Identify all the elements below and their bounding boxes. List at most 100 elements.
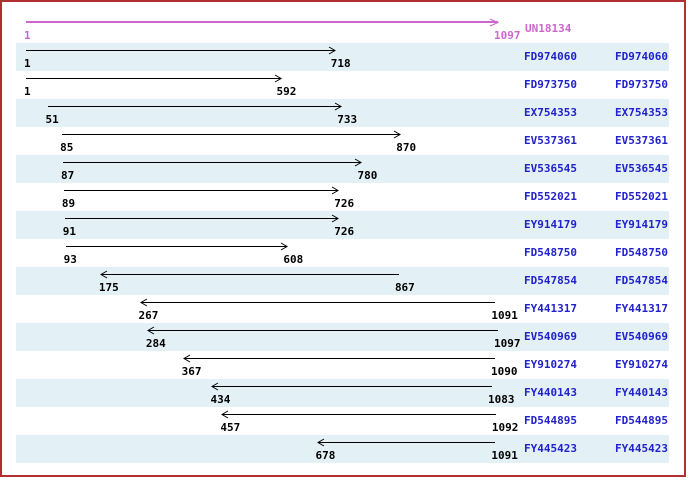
accession-link-2[interactable]: FY440143	[615, 386, 668, 399]
start-coordinate: 434	[210, 393, 231, 406]
start-coordinate: 93	[63, 253, 77, 266]
accession-link[interactable]: FY441317	[524, 302, 577, 315]
alignment-arrow	[65, 246, 288, 247]
start-coordinate: 267	[138, 309, 159, 322]
start-coordinate: 1	[24, 85, 31, 98]
accession-link-2[interactable]: FD547854	[615, 274, 668, 287]
accession-link-2[interactable]: FD548750	[615, 246, 668, 259]
end-coordinate: 1091	[491, 449, 518, 462]
alignment-map: 1 1097 UN18134 1 718 FD974060 FD974060 1 592 FD97…	[16, 15, 669, 463]
arrowhead-right-icon	[355, 158, 363, 167]
arrowhead-right-icon	[331, 214, 340, 223]
accession-link-2[interactable]: EX754353	[615, 106, 668, 119]
start-coordinate: 89	[61, 197, 76, 210]
end-coordinate: 1083	[487, 393, 515, 406]
end-coordinate: 867	[394, 281, 415, 294]
end-coordinate: 1090	[490, 365, 518, 378]
arrowhead-left-icon	[316, 438, 324, 447]
start-coordinate: 87	[61, 169, 75, 182]
accession-link[interactable]: EV536545	[524, 162, 577, 175]
end-coordinate: 780	[357, 169, 378, 182]
accession-link[interactable]: FY440143	[524, 386, 577, 399]
end-coordinate: 592	[276, 85, 297, 98]
alignment-arrow	[212, 386, 492, 387]
alignment-arrow	[64, 218, 339, 219]
arrowhead-right-icon	[328, 46, 336, 55]
accession-link-2[interactable]: FY445423	[615, 442, 668, 455]
alignment-row: 1 718 FD974060 FD974060	[16, 43, 669, 71]
arrowhead-left-icon	[146, 326, 155, 335]
arrowhead-right-icon	[334, 102, 343, 111]
arrowhead-right-icon	[489, 18, 499, 27]
end-coordinate: 726	[334, 197, 355, 210]
start-coordinate: 457	[220, 421, 241, 434]
reference-row: 1 1097 UN18134	[16, 15, 669, 43]
alignment-row: 678 1091 FY445423 FY445423	[16, 435, 669, 463]
accession-link-2[interactable]: FD973750	[615, 78, 668, 91]
arrowhead-right-icon	[393, 130, 402, 139]
alignment-arrow	[147, 330, 498, 331]
accession-link-2[interactable]: EY910274	[615, 358, 668, 371]
alignment-arrow	[47, 106, 342, 107]
start-coordinate: 85	[60, 141, 74, 154]
alignment-row: 1 592 FD973750 FD973750	[16, 71, 669, 99]
arrowhead-left-icon	[221, 410, 229, 419]
alignment-row: 434 1083 FY440143 FY440143	[16, 379, 669, 407]
accession-link[interactable]: FD552021	[524, 190, 577, 203]
alignment-row: 89 726 FD552021 FD552021	[16, 183, 669, 211]
alignment-arrow	[140, 302, 496, 303]
unigene-accession-label: UN18134	[525, 22, 572, 35]
accession-link[interactable]: FD544895	[524, 414, 577, 427]
arrowhead-left-icon	[99, 270, 108, 279]
alignment-row: 87 780 EV536545 EV536545	[16, 155, 669, 183]
accession-link[interactable]: FD547854	[524, 274, 577, 287]
arrowhead-left-icon	[182, 354, 190, 363]
accession-link-2[interactable]: EV537361	[615, 134, 668, 147]
accession-link-2[interactable]: FD974060	[615, 50, 668, 63]
accession-link[interactable]: FD548750	[524, 246, 577, 259]
end-coordinate: 1097	[494, 29, 521, 42]
start-coordinate: 51	[45, 113, 59, 126]
accession-link[interactable]: FD974060	[524, 50, 577, 63]
accession-link[interactable]: EV537361	[524, 134, 577, 147]
arrowhead-right-icon	[281, 242, 289, 251]
end-coordinate: 718	[330, 57, 351, 70]
accession-link[interactable]: FY445423	[524, 442, 577, 455]
alignment-arrow	[63, 162, 362, 163]
accession-link-2[interactable]: FD544895	[615, 414, 668, 427]
alignment-arrow	[222, 414, 496, 415]
arrowhead-right-icon	[331, 186, 340, 195]
alignment-arrow	[183, 358, 495, 359]
accession-link[interactable]: EX754353	[524, 106, 577, 119]
alignment-arrow	[100, 274, 399, 275]
start-coordinate: 1	[24, 29, 31, 42]
accession-link-2[interactable]: EV540969	[615, 330, 668, 343]
end-coordinate: 733	[337, 113, 358, 126]
start-coordinate: 1	[24, 57, 31, 70]
alignment-arrow	[26, 78, 281, 79]
accession-link[interactable]: EY914179	[524, 218, 577, 231]
arrowhead-left-icon	[139, 298, 147, 307]
start-coordinate: 678	[315, 449, 336, 462]
accession-link[interactable]: EV540969	[524, 330, 577, 343]
end-coordinate: 1097	[494, 337, 521, 350]
alignment-arrow	[63, 190, 339, 191]
accession-link[interactable]: EY910274	[524, 358, 577, 371]
alignment-arrow	[62, 134, 401, 135]
accession-link-2[interactable]: FD552021	[615, 190, 668, 203]
end-coordinate: 1092	[491, 421, 519, 434]
arrowhead-left-icon	[211, 382, 219, 391]
accession-link[interactable]: FD973750	[524, 78, 577, 91]
accession-link-2[interactable]: EY914179	[615, 218, 668, 231]
accession-link-2[interactable]: EV536545	[615, 162, 668, 175]
accession-link-2[interactable]: FY441317	[615, 302, 668, 315]
reference-arrow	[26, 21, 498, 23]
